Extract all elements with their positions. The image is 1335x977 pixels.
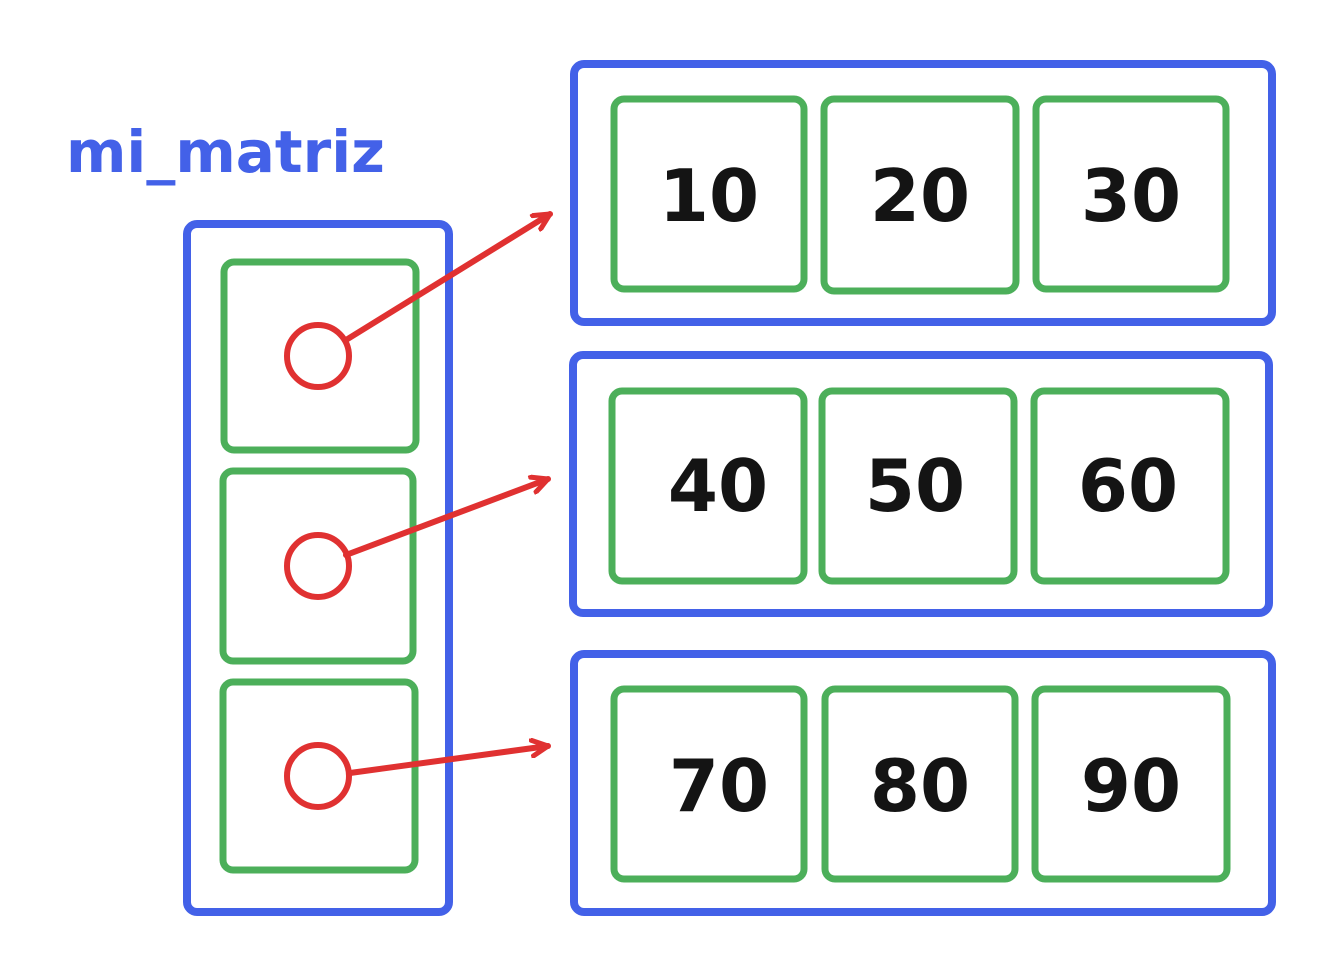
value-cell: [610, 95, 808, 293]
cell-value: 50: [865, 444, 965, 528]
cell-value: 10: [659, 154, 759, 238]
row-array-box: [569, 351, 1273, 617]
row-array-1: 10 20 30: [570, 60, 1276, 326]
pointer-cell-3: [219, 678, 419, 874]
value-cell: [1032, 95, 1230, 293]
cell-value: 90: [1081, 744, 1181, 828]
row-array-box: [570, 60, 1276, 326]
value-cell: [820, 95, 1020, 295]
cell-value: 30: [1081, 154, 1181, 238]
pointer-cell-1: [220, 258, 420, 454]
cell-value: 20: [870, 154, 970, 238]
diagram-title: mi_matriz: [66, 118, 385, 186]
pointer-circle-3: [284, 742, 352, 810]
pointer-circle-1: [284, 322, 352, 390]
row-array-box: [570, 650, 1276, 916]
value-cell: [610, 685, 808, 883]
pointer-arrow-3: [347, 746, 551, 776]
cell-value: 80: [870, 744, 970, 828]
pointer-cell-2: [219, 467, 417, 665]
pointer-arrow-1: [343, 211, 553, 343]
cell-value: 40: [668, 444, 768, 528]
value-cell: [821, 685, 1019, 883]
cell-value: 70: [669, 744, 769, 828]
value-cell: [1031, 685, 1231, 883]
row-array-2: 40 50 60: [569, 351, 1273, 617]
pointer-array-box: [183, 220, 453, 916]
pointer-circle-2: [284, 532, 352, 600]
value-cell: [818, 387, 1018, 585]
value-cell: [608, 387, 808, 585]
pointer-arrow-2: [343, 479, 551, 558]
row-array-3: 70 80 90: [570, 650, 1276, 916]
value-cell: [1030, 387, 1230, 585]
cell-value: 60: [1078, 444, 1178, 528]
